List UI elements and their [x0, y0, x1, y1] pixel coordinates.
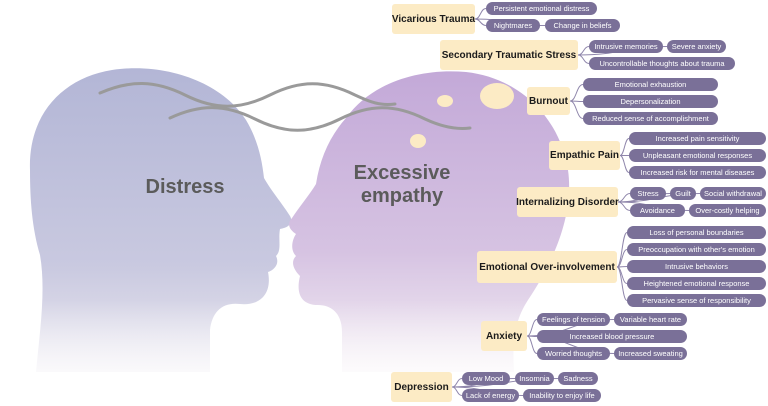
- connector-line: [569, 100, 584, 119]
- symptom-persistent-emotional-distress: Persistent emotional distress: [486, 2, 597, 15]
- symptom-feelings-of-tension: Feelings of tension: [537, 313, 610, 326]
- symptom-depersonalization: Depersonalization: [583, 95, 718, 108]
- category-depression: Depression: [391, 372, 452, 402]
- wave-line-top: [98, 82, 397, 108]
- symptom-increased-blood-pressure: Increased blood pressure: [537, 330, 687, 343]
- connector-line: [474, 8, 487, 20]
- symptom-stress: Stress: [630, 187, 666, 200]
- symptom-severe-anxiety: Severe anxiety: [667, 40, 726, 53]
- symptom-social-withdrawal: Social withdrawal: [700, 187, 766, 200]
- connector-line: [451, 386, 463, 396]
- symptom-variable-heart-rate: Variable heart rate: [614, 313, 687, 326]
- thought-bubble-large: [480, 83, 514, 109]
- right-head-label: Excessive empathy: [353, 162, 451, 207]
- connector-line: [616, 266, 628, 301]
- wave-line-bottom: [168, 106, 472, 132]
- symptom-reduced-sense-of-accomplishment: Reduced sense of accomplishment: [583, 112, 718, 125]
- symptom-intrusive-memories: Intrusive memories: [589, 40, 663, 53]
- category-burnout: Burnout: [527, 87, 570, 115]
- symptom-unpleasant-emotional-responses: Unpleasant emotional responses: [629, 149, 766, 162]
- symptom-emotional-exhaustion: Emotional exhaustion: [583, 78, 718, 91]
- symptom-uncontrollable-thoughts-about-trauma: Uncontrollable thoughts about trauma: [589, 57, 735, 70]
- symptom-insomnia: Insomnia: [515, 372, 554, 385]
- connector-line: [569, 84, 584, 102]
- category-secondary-traumatic-stress: Secondary Traumatic Stress: [440, 40, 578, 70]
- symptom-lack-of-energy: Lack of energy: [462, 389, 519, 402]
- symptom-nightmares: Nightmares: [486, 19, 540, 32]
- symptom-loss-of-personal-boundaries: Loss of personal boundaries: [627, 226, 766, 239]
- category-vicarious-trauma: Vicarious Trauma: [392, 4, 475, 34]
- connector-line: [577, 46, 590, 56]
- symptom-intrusive-behaviors: Intrusive behaviors: [627, 260, 766, 273]
- symptom-increased-pain-sensitivity: Increased pain sensitivity: [629, 132, 766, 145]
- category-empathic-pain: Empathic Pain: [549, 141, 620, 170]
- symptom-worried-thoughts: Worried thoughts: [537, 347, 610, 360]
- symptom-sadness: Sadness: [558, 372, 598, 385]
- connector-line: [617, 201, 631, 211]
- right-head-silhouette: [289, 71, 570, 372]
- symptom-avoidance: Avoidance: [630, 204, 685, 217]
- connector-line: [616, 266, 628, 268]
- category-emotional-over-involvement: Emotional Over-involvement: [477, 251, 617, 283]
- symptom-change-in-beliefs: Change in beliefs: [545, 19, 620, 32]
- connector-line: [577, 54, 590, 64]
- symptom-increased-risk-for-mental-diseases: Increased risk for mental diseases: [629, 166, 766, 179]
- connector-line: [617, 193, 631, 203]
- symptom-increased-sweating: Increased sweating: [614, 347, 687, 360]
- symptom-pervasive-sense-of-responsibility: Pervasive sense of responsibility: [627, 294, 766, 307]
- symptom-over-costly-helping: Over-costly helping: [689, 204, 766, 217]
- connector-line: [619, 138, 630, 156]
- connector-line: [619, 155, 630, 173]
- connector-line: [474, 18, 487, 26]
- category-internalizing-disorder: Internalizing Disorder: [516, 187, 619, 217]
- symptom-inability-to-enjoy-life: Inability to enjoy life: [523, 389, 601, 402]
- left-head-silhouette: [29, 68, 292, 373]
- category-anxiety: Anxiety: [481, 321, 527, 351]
- left-head-label: Distress: [145, 176, 225, 198]
- symptom-heightened-emotional-response: Heightened emotional response: [627, 277, 766, 290]
- symptom-low-mood: Low Mood: [462, 372, 510, 385]
- symptom-guilt: Guilt: [670, 187, 696, 200]
- symptom-preoccupation-with-others-emotion: Preoccupation with other's emotion: [627, 243, 766, 256]
- thought-bubble-small: [410, 134, 426, 148]
- thought-bubble-medium: [437, 95, 453, 107]
